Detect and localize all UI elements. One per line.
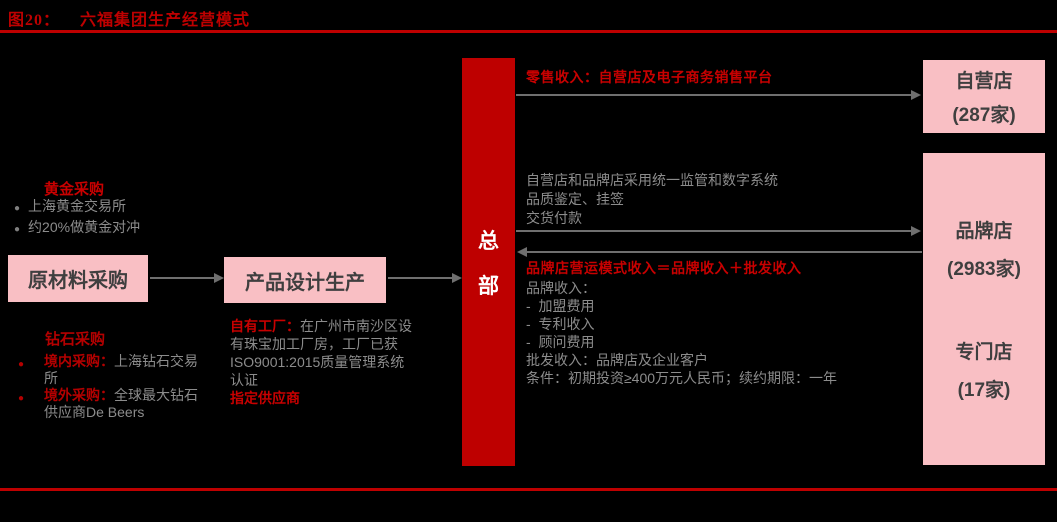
unified-system-block: 自营店和品牌店采用统一监管和数字系统 品质鉴定、挂签 交货付款 <box>526 171 778 228</box>
brand-revenue-detail: 品牌收入： - 加盟费用 - 专利收入 - 顾问费用 批发收入：品牌店及企业客户… <box>526 279 837 387</box>
bottom-divider <box>0 488 1057 491</box>
unified-line-3: 交货付款 <box>526 210 582 226</box>
list-item: ● 上海黄金交易所 <box>14 197 140 218</box>
store-name: 自营店 <box>955 71 1013 92</box>
detail-line-5: 批发收入：品牌店及企业客户 <box>526 352 708 368</box>
headquarters-bar: 总 部 <box>462 58 515 466</box>
headquarters-char-1: 总 <box>478 229 499 253</box>
arrow-design-to-hq <box>388 277 454 279</box>
figure-title: 图20： 六福集团生产经营模式 <box>8 6 250 30</box>
list-item: ● 境内采购：上海钻石交易所 <box>14 353 198 387</box>
diamond-item-1-text: 上海钻石交易所 <box>44 353 198 386</box>
raw-materials-box: 原材料采购 <box>8 255 148 302</box>
store-name: 专门店 <box>955 342 1013 363</box>
bullet-icon: ● <box>14 224 21 235</box>
detail-line-2: - 加盟费用 <box>526 298 595 314</box>
unified-line-2: 品质鉴定、挂签 <box>526 191 624 207</box>
gold-bullet-1: 上海黄金交易所 <box>28 198 127 214</box>
list-item: ● 约20%做黄金对冲 <box>14 218 140 239</box>
list-item: ● 境外采购：全球最大钻石供应商De Beers <box>14 387 198 421</box>
store-count: (17家) <box>957 380 1011 401</box>
store-count: (2983家) <box>947 259 1021 280</box>
arrow-hq-to-self-operated <box>516 94 914 96</box>
arrowhead-right-icon <box>452 273 462 283</box>
own-factory-text: 在广州市南沙区设有珠宝加工厂房，工厂已获ISO9001:2015质量管理系统认证 <box>230 318 412 388</box>
detail-line-6: 条件：初期投资≥400万元人民币；续约期限：一年 <box>526 370 838 386</box>
arrowhead-right-icon <box>911 90 921 100</box>
arrow-hq-to-brand-stores <box>516 230 914 232</box>
brand-revenue-formula: 品牌店营运模式收入＝品牌收入＋批发收入 <box>526 260 802 276</box>
detail-line-3: - 专利收入 <box>526 316 595 332</box>
diamond-purchase-block: 钻石采购 ● 境内采购：上海钻石交易所 ● 境外采购：全球最大钻石供应商De B… <box>14 331 198 421</box>
arrow-brand-stores-to-hq <box>526 251 922 253</box>
bullet-icon: ● <box>14 203 21 214</box>
page-title: 六福集团生产经营模式 <box>80 12 251 29</box>
diamond-item-1: 境内采购：上海钻石交易所 <box>44 353 198 387</box>
diamond-item-2-text: 全球最大钻石供应商De Beers <box>44 387 198 420</box>
arrowhead-left-icon <box>517 247 527 257</box>
product-design-box: 产品设计生产 <box>224 257 386 303</box>
arrowhead-right-icon <box>911 226 921 236</box>
diamond-item-1-label: 境内采购： <box>44 353 114 369</box>
arrowhead-right-icon <box>214 273 224 283</box>
brand-specialty-store-box: 品牌店 (2983家) 专门店 (17家) <box>923 153 1045 465</box>
headquarters-char-2: 部 <box>478 274 499 298</box>
store-count: (287家) <box>952 105 1016 126</box>
gold-purchase-list: ● 上海黄金交易所 ● 约20%做黄金对冲 <box>14 197 140 239</box>
brand-store-group: 品牌店 (2983家) <box>947 216 1021 281</box>
diamond-purchase-heading: 钻石采购 <box>45 331 106 348</box>
retail-revenue-label: 零售收入：自营店及电子商务销售平台 <box>526 69 773 85</box>
detail-line-4: - 顾问费用 <box>526 334 595 350</box>
store-name: 品牌店 <box>955 221 1013 242</box>
diamond-item-2: 境外采购：全球最大钻石供应商De Beers <box>44 387 198 421</box>
gold-purchase-heading: 黄金采购 <box>44 181 105 198</box>
figure-number: 图20： <box>8 12 61 29</box>
specialty-store-group: 专门店 (17家) <box>955 337 1012 402</box>
designated-supplier-note: 指定供应商 <box>230 390 300 406</box>
bullet-icon: ● <box>18 359 25 370</box>
self-operated-store-box: 自营店 (287家) <box>923 60 1045 133</box>
arrow-materials-to-design <box>150 277 216 279</box>
top-divider <box>0 30 1057 33</box>
bullet-icon: ● <box>18 393 25 404</box>
unified-line-1: 自营店和品牌店采用统一监管和数字系统 <box>526 172 778 188</box>
own-factory-label: 自有工厂： <box>230 318 300 334</box>
gold-bullet-2: 约20%做黄金对冲 <box>28 219 141 235</box>
diamond-item-2-label: 境外采购： <box>44 387 114 403</box>
own-factory-note: 自有工厂：在广州市南沙区设有珠宝加工厂房，工厂已获ISO9001:2015质量管… <box>230 317 416 407</box>
detail-line-1: 品牌收入： <box>526 280 596 296</box>
